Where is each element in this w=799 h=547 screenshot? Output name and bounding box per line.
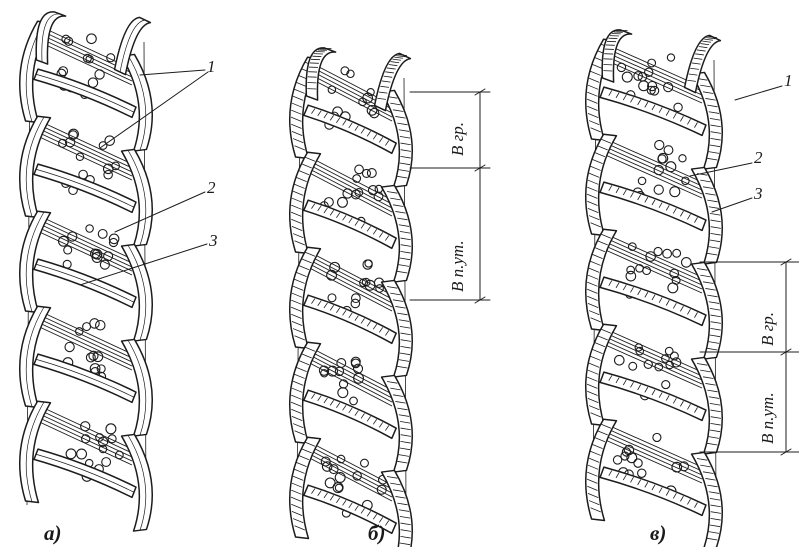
panel-b-caption: б) (368, 521, 385, 545)
panel-c-caption: в) (650, 521, 666, 545)
panel-a-callout-1: 1 (207, 57, 216, 76)
panel-a-drawing (20, 12, 153, 531)
panel-a-caption: а) (44, 521, 62, 545)
figure-labels: 1 2 3 1 2 3 B гр. B п.ут. B гр. B п.ут. … (44, 57, 793, 545)
panel-c-callout-2: 2 (754, 148, 763, 167)
panel-a-callout-2: 2 (207, 178, 216, 197)
panel-c-dimension-braid: B гр. (758, 312, 777, 346)
panel-c-dimension-weft: B п.ут. (758, 392, 777, 444)
panel-b-drawing (290, 48, 413, 547)
panel-b-dimension-weft: B п.ут. (448, 240, 467, 292)
callout-leaders (80, 70, 782, 285)
panel-c-callout-3: 3 (753, 184, 763, 203)
panel-a-callout-3: 3 (208, 231, 218, 250)
panel-c-callout-1: 1 (784, 71, 793, 90)
panel-b-dimension-braid: B гр. (448, 122, 467, 156)
panel-c-drawing (586, 30, 723, 547)
